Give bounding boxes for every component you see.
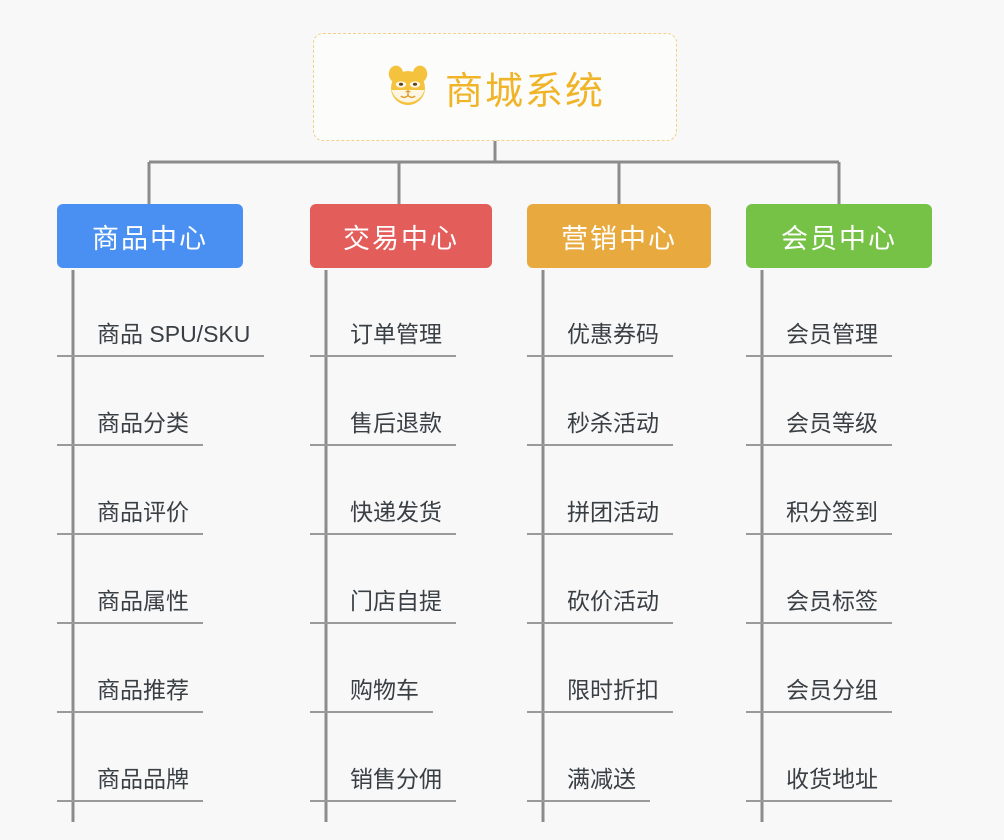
leaf-label: 门店自提 bbox=[310, 587, 456, 624]
column-trade-center: 交易中心 订单管理 售后退款 快递发货 门店自提 购物车 销售分佣 bbox=[310, 204, 492, 822]
leaf-label: 订单管理 bbox=[310, 320, 456, 357]
leaf-label: 收货地址 bbox=[746, 765, 892, 802]
list-item[interactable]: 商品分类 bbox=[57, 357, 243, 446]
list-item[interactable]: 限时折扣 bbox=[527, 624, 711, 713]
list-item[interactable]: 商品属性 bbox=[57, 535, 243, 624]
list-item[interactable]: 购物车 bbox=[310, 624, 492, 713]
column-member-center: 会员中心 会员管理 会员等级 积分签到 会员标签 会员分组 收货地址 bbox=[746, 204, 932, 822]
list-item[interactable]: 商品推荐 bbox=[57, 624, 243, 713]
list-item[interactable]: 会员等级 bbox=[746, 357, 932, 446]
leaf-list-marketing-center: 优惠券码 秒杀活动 拼团活动 砍价活动 限时折扣 满减送 bbox=[527, 268, 711, 802]
leaf-label: 商品推荐 bbox=[57, 676, 203, 713]
column-header-member-center[interactable]: 会员中心 bbox=[746, 204, 932, 268]
list-item[interactable]: 拼团活动 bbox=[527, 446, 711, 535]
list-item[interactable]: 会员标签 bbox=[746, 535, 932, 624]
leaf-label: 会员管理 bbox=[746, 320, 892, 357]
leaf-label: 拼团活动 bbox=[527, 498, 673, 535]
list-item[interactable]: 优惠券码 bbox=[527, 268, 711, 357]
root-node-title: 商城系统 bbox=[444, 70, 605, 113]
list-item[interactable]: 会员分组 bbox=[746, 624, 932, 713]
root-node-mall-system[interactable]: 商城系统 bbox=[313, 33, 677, 141]
column-spine-marketing-center bbox=[541, 270, 545, 822]
list-item[interactable]: 售后退款 bbox=[310, 357, 492, 446]
list-item[interactable]: 砍价活动 bbox=[527, 535, 711, 624]
leaf-label: 购物车 bbox=[310, 676, 433, 713]
leaf-label: 会员标签 bbox=[746, 587, 892, 624]
list-item[interactable]: 门店自提 bbox=[310, 535, 492, 624]
column-header-trade-center[interactable]: 交易中心 bbox=[310, 204, 492, 268]
column-header-marketing-center[interactable]: 营销中心 bbox=[527, 204, 711, 268]
list-item[interactable]: 积分签到 bbox=[746, 446, 932, 535]
leaf-list-trade-center: 订单管理 售后退款 快递发货 门店自提 购物车 销售分佣 bbox=[310, 268, 492, 802]
list-item[interactable]: 会员管理 bbox=[746, 268, 932, 357]
leaf-label: 售后退款 bbox=[310, 409, 456, 446]
leaf-label: 快递发货 bbox=[310, 498, 456, 535]
leaf-label: 商品评价 bbox=[57, 498, 203, 535]
column-header-product-center[interactable]: 商品中心 bbox=[57, 204, 243, 268]
list-item[interactable]: 商品评价 bbox=[57, 446, 243, 535]
leaf-label: 积分签到 bbox=[746, 498, 892, 535]
column-marketing-center: 营销中心 优惠券码 秒杀活动 拼团活动 砍价活动 限时折扣 满减送 bbox=[527, 204, 711, 822]
shiba-dog-face-icon bbox=[385, 64, 431, 110]
column-product-center: 商品中心 商品 SPU/SKU 商品分类 商品评价 商品属性 商品推荐 商品品牌 bbox=[57, 204, 265, 822]
list-item[interactable]: 收货地址 bbox=[746, 713, 932, 802]
leaf-label: 满减送 bbox=[527, 765, 650, 802]
leaf-label: 商品 SPU/SKU bbox=[57, 320, 265, 357]
leaf-label: 销售分佣 bbox=[310, 765, 456, 802]
column-spine-product-center bbox=[71, 270, 75, 822]
list-item[interactable]: 秒杀活动 bbox=[527, 357, 711, 446]
leaf-label: 秒杀活动 bbox=[527, 409, 673, 446]
column-spine-member-center bbox=[760, 270, 764, 822]
list-item[interactable]: 商品 SPU/SKU bbox=[57, 268, 265, 357]
list-item[interactable]: 订单管理 bbox=[310, 268, 492, 357]
leaf-list-member-center: 会员管理 会员等级 积分签到 会员标签 会员分组 收货地址 bbox=[746, 268, 932, 802]
list-item[interactable]: 满减送 bbox=[527, 713, 711, 802]
column-spine-trade-center bbox=[324, 270, 328, 822]
list-item[interactable]: 销售分佣 bbox=[310, 713, 492, 802]
leaf-label: 砍价活动 bbox=[527, 587, 673, 624]
leaf-label: 会员等级 bbox=[746, 409, 892, 446]
list-item[interactable]: 快递发货 bbox=[310, 446, 492, 535]
leaf-label: 商品属性 bbox=[57, 587, 203, 624]
leaf-list-product-center: 商品 SPU/SKU 商品分类 商品评价 商品属性 商品推荐 商品品牌 bbox=[57, 268, 265, 802]
leaf-label: 商品分类 bbox=[57, 409, 203, 446]
list-item[interactable]: 商品品牌 bbox=[57, 713, 243, 802]
leaf-label: 限时折扣 bbox=[527, 676, 673, 713]
leaf-label: 会员分组 bbox=[746, 676, 892, 713]
leaf-label: 商品品牌 bbox=[57, 765, 203, 802]
leaf-label: 优惠券码 bbox=[527, 320, 673, 357]
